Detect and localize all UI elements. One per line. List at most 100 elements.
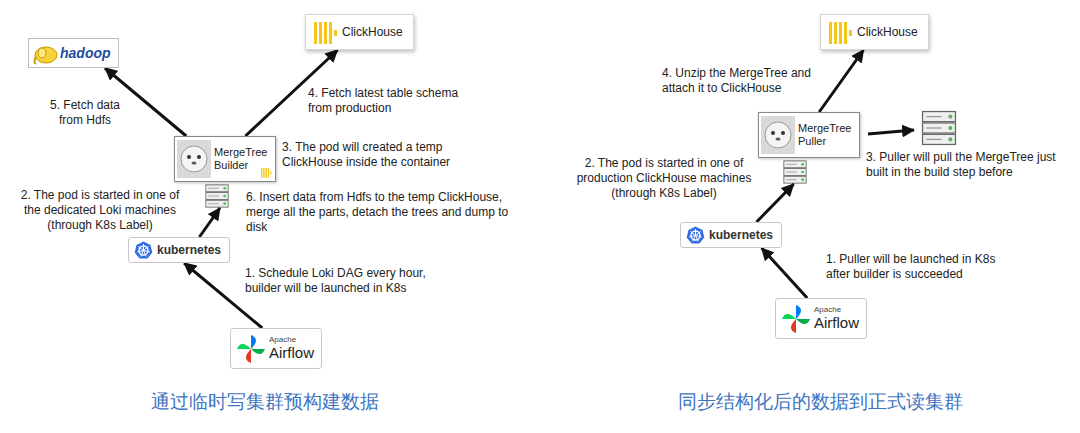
node-subtext: Airflow <box>269 344 314 362</box>
airflow-icon <box>235 333 267 365</box>
flow-arrow <box>819 50 863 112</box>
mascot-ground <box>761 116 795 154</box>
mascot-eye <box>197 155 201 159</box>
node-text: MergeTree Puller <box>798 122 860 148</box>
mergetree-puller: MergeTree Puller <box>758 112 860 184</box>
pinwheel-blade <box>246 349 251 363</box>
clickhouse-bar <box>839 22 842 44</box>
text-group: MergeTree Builder <box>214 146 276 172</box>
clickhouse-bar <box>266 168 267 178</box>
pinwheel-blade <box>251 335 256 349</box>
kubernetes-spoke <box>144 251 147 257</box>
server-icon <box>784 161 806 183</box>
step-note: 2. The pod is started in one of the dedi… <box>12 188 188 233</box>
clickhouse-bar <box>314 22 317 44</box>
text-group: MergeTree Puller <box>798 122 860 148</box>
kubernetes-spoke <box>144 246 149 250</box>
hadoop-logo: hadoop <box>28 38 119 68</box>
elephant-trunk <box>35 57 37 64</box>
kubernetes-logo: kubernetes <box>128 237 230 263</box>
clickhouse-bar <box>329 22 332 44</box>
node-text: Apache <box>814 305 841 314</box>
flow-arrow <box>757 184 794 222</box>
text-group: ApacheAirflow <box>814 305 859 332</box>
mascot-eye <box>771 131 775 135</box>
clickhouse-logo: ClickHouse <box>820 14 929 50</box>
kubernetes-icon <box>686 226 705 245</box>
clickhouse-bar <box>334 30 337 36</box>
clickhouse-bar <box>268 168 269 178</box>
mascot-face <box>181 146 207 172</box>
text-group: kubernetes <box>709 228 773 242</box>
clickhouse-bar <box>324 22 327 44</box>
kubernetes-spoke <box>696 236 699 242</box>
node-text: Apache <box>269 335 296 344</box>
kubernetes-spoke <box>143 244 144 251</box>
node-text: ClickHouse <box>857 25 918 39</box>
clickhouse-bar <box>261 168 262 178</box>
pinwheel-blade <box>237 344 251 349</box>
flow-arrow <box>762 248 808 298</box>
mascot-picture <box>177 140 211 178</box>
pinwheel-blade <box>796 319 810 324</box>
clickhouse-bar <box>834 22 837 44</box>
clickhouse-bar <box>829 22 832 44</box>
node-text: ClickHouse <box>342 25 403 39</box>
airflow-logo: ApacheAirflow <box>230 328 322 369</box>
panel-caption: 通过临时写集群预构建数据 <box>0 390 530 414</box>
clickhouse-bar <box>844 22 847 44</box>
kubernetes-heptagon <box>687 227 705 244</box>
kubernetes-icon <box>134 241 153 260</box>
step-note: 3. Puller will pull the MergeTree just b… <box>866 150 1066 180</box>
elephant-icon <box>32 42 58 66</box>
node-text: MergeTree Builder <box>214 146 276 172</box>
clickhouse-bar <box>263 168 264 178</box>
mascot-eye <box>781 131 785 135</box>
pinwheel-blade <box>796 305 801 319</box>
pinwheel-blade <box>782 314 796 319</box>
server-icon <box>206 185 228 207</box>
text-group: ClickHouse <box>342 25 403 39</box>
panel-caption: 同步结构化后的数据到正式读集群 <box>545 390 1080 414</box>
mascot-nose <box>776 137 781 140</box>
step-note: 4. Unzip the MergeTree and attach it to … <box>662 66 814 96</box>
kubernetes-spoke <box>695 229 696 236</box>
mascot-ground <box>177 140 211 178</box>
text-group: ClickHouse <box>857 25 918 39</box>
clickhouse-mini-icon <box>261 167 273 179</box>
step-note: 1. Schedule Loki DAG every hour, builder… <box>245 266 445 296</box>
flow-arrow <box>199 208 219 237</box>
clickhouse-logo: ClickHouse <box>305 14 414 50</box>
airflow-logo: ApacheAirflow <box>775 298 867 339</box>
clickhouse-icon <box>314 21 338 45</box>
step-note: 6. Insert data from Hdfs to the temp Cli… <box>246 190 521 235</box>
kubernetes-spoke <box>138 246 143 250</box>
kubernetes-spoke <box>690 231 695 235</box>
mascot-face <box>765 122 791 148</box>
step-note: 3. The pod will created a temp ClickHous… <box>282 140 472 170</box>
pinwheel-blade <box>251 349 265 354</box>
clickhouse-icon <box>829 21 853 45</box>
clickhouse-bar <box>319 22 322 44</box>
node-subtext: Airflow <box>814 314 859 332</box>
mascot-nose <box>192 161 197 164</box>
pull-arrow <box>868 130 914 134</box>
node-text: kubernetes <box>709 228 773 242</box>
mascot-picture <box>761 116 795 154</box>
server-icon <box>923 112 956 145</box>
kubernetes-spoke <box>689 236 695 237</box>
step-note: 2. The pod is started in one of producti… <box>575 156 753 201</box>
kubernetes-heptagon <box>135 242 153 259</box>
clickhouse-bar <box>849 30 852 36</box>
clickhouse-bar <box>270 172 271 175</box>
airflow-icon <box>780 303 812 335</box>
pinwheel-blade <box>791 319 796 333</box>
node-text: kubernetes <box>157 243 221 257</box>
step-note: 4. Fetch latest table schema from produc… <box>308 86 473 116</box>
node-text: hadoop <box>60 45 111 61</box>
text-group: hadoop <box>60 45 111 61</box>
kubernetes-spoke <box>137 251 143 252</box>
text-group: kubernetes <box>157 243 221 257</box>
step-note: 5. Fetch data from Hdfs <box>40 98 130 128</box>
text-group: ApacheAirflow <box>269 335 314 362</box>
